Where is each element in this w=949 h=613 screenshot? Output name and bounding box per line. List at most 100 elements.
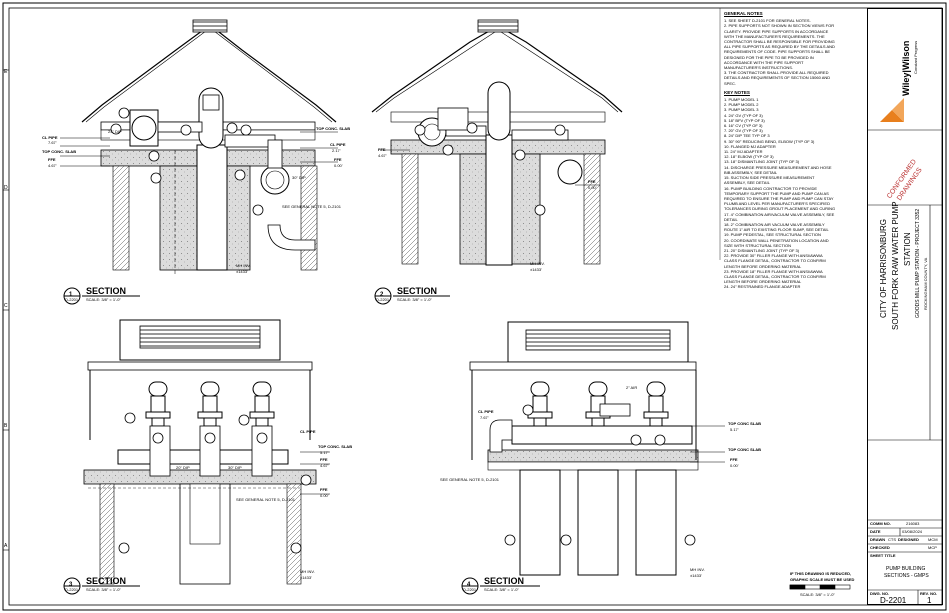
key-note: 6. 16" CV (TYP OF 3) [724, 123, 763, 129]
v1-dia-30: 30" DIP [292, 175, 306, 180]
view-4-scale: SCALE: 3/8" = 1'-0" [484, 587, 519, 592]
view-2-number: 2 [380, 292, 384, 298]
general-notes: GENERAL NOTES 1. SEE SHEET D-2101 FOR GE… [724, 11, 836, 290]
project-location: ROCKINGHAM COUNTY, VA [923, 257, 928, 310]
v1-cl-pipe-el: 7.67' [48, 140, 57, 145]
v3-top-slab-el: 5.17' [320, 450, 329, 455]
view-4-title: SECTION [484, 576, 525, 586]
v3-top-slab: TOP CONC. SLAB [318, 444, 353, 449]
v1-ffe-label: FFE [48, 157, 56, 162]
key-note: 10. FLANGED MJ ADAPTER [724, 143, 776, 149]
sheet-title-2: SECTIONS - GMPS [884, 573, 929, 579]
firm-name: Wiley|Wilson [901, 40, 911, 96]
view-3-linework [83, 319, 317, 585]
key-note: 5. 18" BFV (TYP OF 3) [724, 117, 765, 123]
v2-mh-inv-val: ±1433' [530, 267, 542, 272]
rev-no: 1 [927, 596, 932, 605]
v2-mh-inv: MH INV. [530, 261, 545, 266]
v4-see-note: SEE GENERAL NOTE 5, D-2101 [440, 477, 499, 482]
view-3-number: 3 [69, 582, 73, 588]
key-note: 14. DISCHARGE PRESSURE MEASUREMENT AND H… [724, 164, 832, 175]
v3-ffe-2: FFE [320, 487, 328, 492]
v4-top-slab-el: 5.17' [730, 427, 739, 432]
key-note: 9. 30" 90° REDUCING BEND, ELBOW (TYP OF … [724, 138, 815, 144]
v2-ffe-label: FFE [378, 147, 386, 152]
border-letter-c: C [4, 303, 8, 309]
dwg-no-label: DWG. NO. [870, 591, 890, 596]
v1-mh-inv: MH INV. [236, 263, 251, 268]
title-block [867, 8, 943, 605]
v4-mh-inv: MH INV. [690, 567, 705, 572]
view-2-ref: D-2201 [376, 297, 390, 302]
view-3-ref: D-2201 [65, 587, 79, 592]
date: 03/08/2024 [902, 529, 923, 534]
key-note: 13. 18" DISMANTLING JOINT (TYP OF 3) [724, 159, 800, 165]
v4-air: 2" AIR [626, 385, 638, 390]
comm-no: 216083 [906, 521, 920, 526]
v4-top-slab: TOP CONC SLAB [728, 421, 761, 426]
general-notes-heading: GENERAL NOTES [724, 11, 763, 16]
sheet-title-1: PUMP BUILDING [886, 566, 926, 572]
graphic-scale-note-1: IF THIS DRAWING IS REDUCED, [790, 571, 852, 576]
v1-ffe-el-r: 0.00' [334, 163, 343, 168]
v1-ffe-el: 4.67' [48, 163, 57, 168]
comm-no-label: COMM NO. [870, 521, 891, 526]
project-line-3: GOODS MILL PUMP STATION - PROJECT 3352 [915, 208, 921, 318]
view-title-bubbles [63, 287, 479, 595]
designed-label: DESIGNED [898, 537, 919, 542]
key-note: 12. 18" ELBOW (TYP OF 3) [724, 154, 774, 160]
checked: MCP [928, 545, 937, 550]
key-note: 7. 20" GV (TYP OF 3) [724, 128, 763, 134]
border-letter-d: D [4, 185, 8, 191]
v4-cl-pipe: CL PIPE [478, 409, 494, 414]
v1-cl-pipe-label-r: CL PIPE [330, 142, 346, 147]
view-3-title: SECTION [86, 576, 127, 586]
dwg-no: D-2201 [880, 596, 907, 605]
v4-ffe-el: 0.00' [730, 463, 739, 468]
sheet-title-label: SHEET TITLE [870, 553, 896, 558]
client-name: CITY OF HARRISONBURG [879, 219, 888, 318]
border-letter-e: E [4, 69, 8, 75]
project-line-2: STATION [903, 232, 912, 266]
key-note: 21. 20" DISMANTLING JOINT (TYP OF 3) [724, 247, 800, 253]
key-note: 22. PROVIDE 30" FILLER FLANGE WITH ANSI/… [724, 253, 826, 269]
view-1-ref: D-2201 [65, 297, 79, 302]
v1-cl-pipe-label: CL PIPE [42, 135, 58, 140]
firm-tagline: Constant Progress [913, 40, 918, 74]
v4-cl-pipe-el: 7.67' [480, 415, 489, 420]
v3-dia-30: 30" DIP [228, 465, 242, 470]
view-2-scale: SCALE: 3/8" = 1'-0" [397, 297, 432, 302]
rev-no-label: REV. NO. [920, 591, 938, 596]
key-note: 18. 2" COMBINATION AIR VACUUM VALVE ASSE… [724, 221, 829, 233]
firm-logo-mark [880, 98, 904, 122]
view-1-title: SECTION [86, 286, 127, 296]
v3-dia-20: 20" DIP [176, 465, 190, 470]
date-label: DATE [870, 529, 881, 534]
view-4-linework [469, 321, 699, 576]
designed: MCM [928, 537, 938, 542]
graphic-scale-note-2: GRAPHIC SCALE MUST BE USED [790, 577, 855, 582]
v4-top-slab-2: TOP CONC SLAB [728, 447, 761, 452]
drawn: CTS [888, 537, 896, 542]
key-notes-heading: KEY NOTES [724, 89, 750, 95]
general-note-2: 2. PIPE SUPPORTS NOT SHOWN IN SECTION VI… [724, 23, 835, 71]
v3-cl-pipe: CL PIPE [300, 429, 316, 434]
v2-ffe-label-r: FFE [588, 179, 596, 184]
border-letter-b: B [4, 423, 8, 429]
general-note-3: 3. THE CONTRACTOR SHALL PROVIDE ALL REQU… [724, 70, 831, 86]
view-4-number: 4 [467, 582, 471, 588]
project-line-1: SOUTH FORK RAW WATER PUMP [891, 201, 900, 330]
view-4-ref: D-2201 [463, 587, 477, 592]
border-letter-a: A [4, 543, 8, 549]
v4-mh-inv-val: ±1433' [690, 573, 702, 578]
key-note: 15. SUCTION SIDE PRESSURE MEASUREMENT AS… [724, 175, 815, 186]
v3-mh-inv: MH INV. [300, 569, 315, 574]
key-note: 20. COORDINATE WALL PENETRATION LOCATION… [724, 237, 829, 248]
key-note: 11. 24" MJ ADAPTER [724, 149, 763, 155]
v3-see-note: SEE GENERAL NOTE 5, D-2101 [236, 497, 295, 502]
v1-see-note: SEE GENERAL NOTE 5, D-2101 [282, 204, 341, 209]
general-note-1: 1. SEE SHEET D-2101 FOR GENERAL NOTES. [724, 18, 811, 24]
graphic-scale [789, 584, 851, 590]
v1-ffe-label-r: FFE [334, 157, 342, 162]
